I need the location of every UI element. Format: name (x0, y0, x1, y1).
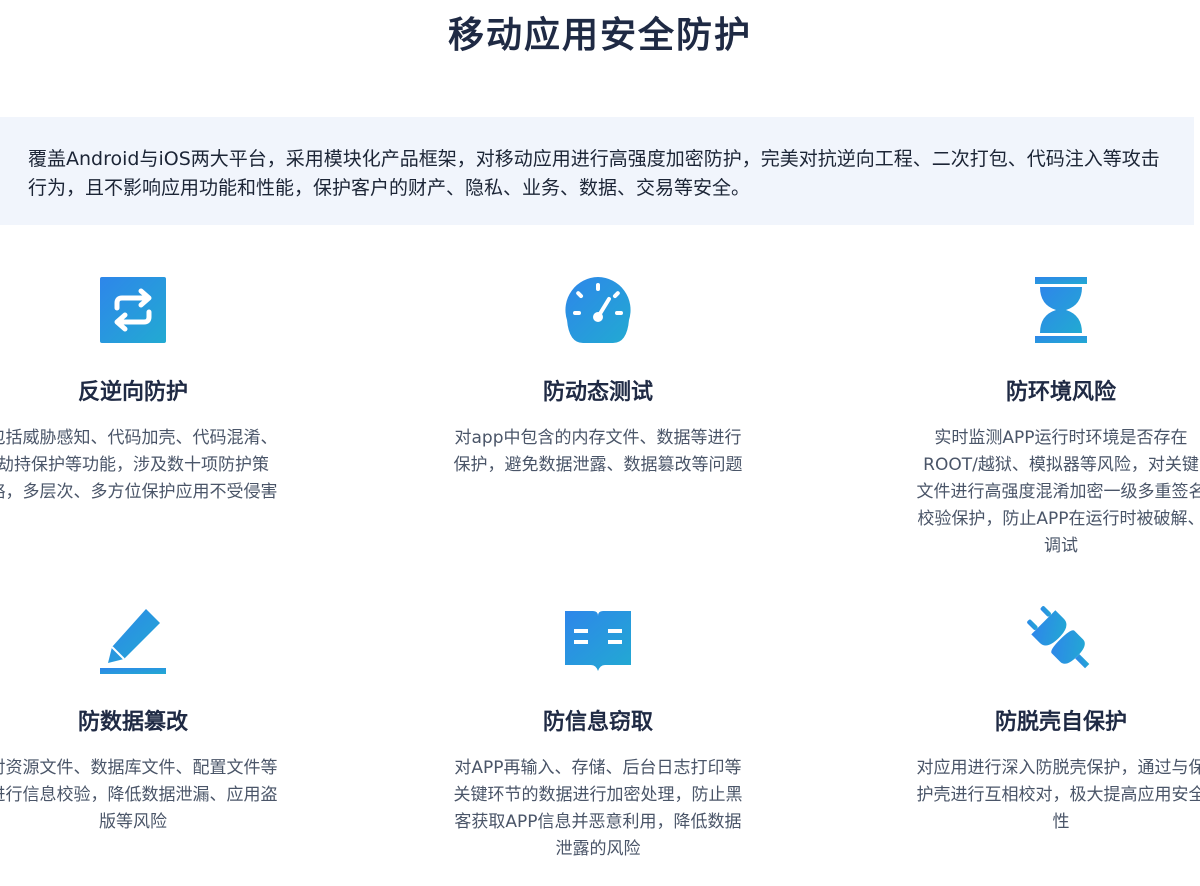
feature-card-anti-reverse: 反逆向防护 包括威胁感知、代码加壳、代码混淆、劫持保护等功能，涉及数十项防护策略… (0, 275, 278, 506)
feature-card-anti-dynamic-test: 防动态测试 对app中包含的内存文件、数据等进行保护，避免数据泄露、数据篡改等问… (453, 275, 743, 479)
feature-card-anti-unpack: 防脱壳自保护 对应用进行深入防脱壳保护，通过与保护壳进行互相校对，极大提高应用安… (916, 605, 1200, 836)
feature-card-anti-tamper: 防数据篡改 对资源文件、数据库文件、配置文件等进行信息校验，降低数据泄漏、应用盗… (0, 605, 278, 836)
feature-description: 包括威胁感知、代码加壳、代码混淆、劫持保护等功能，涉及数十项防护策略，多层次、多… (0, 428, 278, 502)
speedometer-icon (565, 277, 631, 343)
refresh-icon (100, 277, 166, 343)
feature-title: 防信息窃取 (542, 710, 653, 735)
feature-title: 防数据篡改 (77, 710, 188, 735)
page-title: 移动应用安全防护 (447, 15, 752, 56)
feature-title: 防动态测试 (542, 380, 653, 405)
feature-description: 对资源文件、数据库文件、配置文件等进行信息校验，降低数据泄漏、应用盗版等风险 (0, 758, 278, 832)
feature-description: 对APP再输入、存储、后台日志打印等关键环节的数据进行加密处理，防止黑客获取AP… (453, 758, 743, 859)
pencil-icon (100, 609, 166, 674)
feature-card-anti-info-theft: 防信息窃取 对APP再输入、存储、后台日志打印等关键环节的数据进行加密处理，防止… (453, 605, 743, 863)
feature-description: 实时监测APP运行时环境是否存在ROOT/越狱、模拟器等风险，对关键文件进行高强… (916, 428, 1200, 556)
plug-icon (1027, 606, 1090, 669)
feature-title: 防脱壳自保护 (994, 710, 1127, 735)
book-icon (565, 611, 631, 671)
hourglass-icon (1035, 277, 1087, 343)
feature-description: 对应用进行深入防脱壳保护，通过与保护壳进行互相校对，极大提高应用安全性 (916, 758, 1200, 832)
feature-card-environment-risk: 防环境风险 实时监测APP运行时环境是否存在ROOT/越狱、模拟器等风险，对关键… (916, 275, 1200, 560)
feature-title: 防环境风险 (1005, 380, 1116, 405)
feature-description: 对app中包含的内存文件、数据等进行保护，避免数据泄露、数据篡改等问题 (453, 428, 743, 475)
feature-title: 反逆向防护 (77, 380, 188, 405)
intro-text: 覆盖Android与iOS两大平台，采用模块化产品框架，对移动应用进行高强度加密… (0, 117, 1194, 225)
